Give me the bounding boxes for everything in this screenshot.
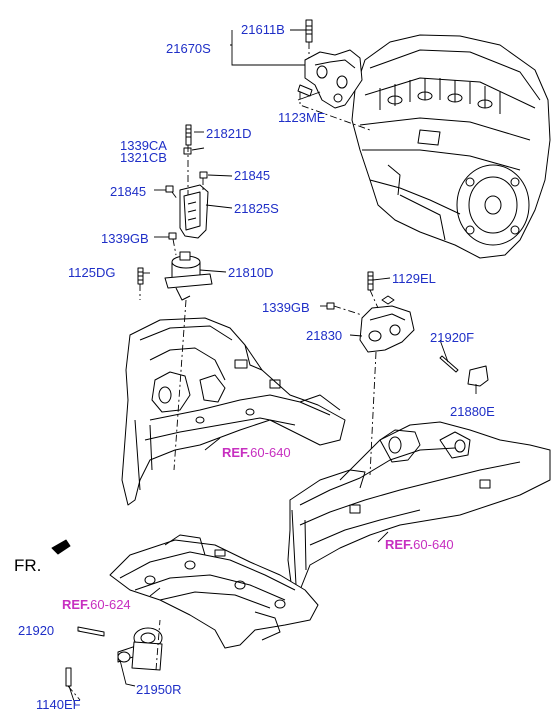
- label-21821d: 21821D: [206, 126, 252, 141]
- label-1123me: 1123ME: [278, 110, 326, 125]
- roll-rod-21950r-drawing: [117, 627, 163, 671]
- label-21810d: 21810D: [228, 265, 274, 280]
- label-21825s: 21825S: [234, 201, 279, 216]
- label-21830: 21830: [306, 328, 343, 343]
- label-21670s: 21670S: [166, 41, 211, 56]
- label-21880e: 21880E: [450, 404, 495, 419]
- ref-60-640-right: REF.60-640: [385, 537, 454, 552]
- ref-prefix: REF.: [385, 537, 414, 552]
- bracket-21825s-drawing: [179, 184, 209, 239]
- ref-number: 60-624: [90, 597, 131, 612]
- label-21845-left: 21845: [110, 184, 147, 199]
- ref-60-624: REF.60-624: [62, 597, 131, 612]
- label-21845-right: 21845: [234, 168, 271, 183]
- label-1125dg: 1125DG: [68, 265, 116, 280]
- label-1321cb: 1321CB: [120, 150, 167, 165]
- label-1339gb-right: 1339GB: [262, 300, 310, 315]
- label-1339ca: 1339CA: [120, 138, 167, 153]
- label-1129el: 1129EL: [392, 271, 436, 286]
- left-side-member-drawing: [121, 317, 346, 506]
- right-side-member-drawing: [287, 421, 551, 591]
- bracket-21830-drawing: [359, 295, 415, 353]
- label-1339gb-left: 1339GB: [101, 231, 149, 246]
- front-direction-label: FR.: [14, 556, 42, 575]
- engine-block-drawing: [351, 34, 551, 259]
- label-21920f: 21920F: [430, 330, 475, 345]
- label-1140ef: 1140EF: [36, 697, 81, 712]
- subframe-drawing: [109, 534, 319, 649]
- ref-prefix: REF.: [222, 445, 251, 460]
- ref-prefix: REF.: [62, 597, 91, 612]
- ref-number: 60-640: [250, 445, 291, 460]
- bracket-21670s-drawing: [297, 19, 363, 109]
- label-21950r: 21950R: [136, 682, 182, 697]
- ref-number: 60-640: [413, 537, 454, 552]
- ref-60-640-left: REF.60-640: [222, 445, 291, 460]
- insulator-21810d-drawing: [164, 251, 213, 301]
- label-21611b: 21611B: [241, 22, 285, 37]
- label-21920: 21920: [18, 623, 55, 638]
